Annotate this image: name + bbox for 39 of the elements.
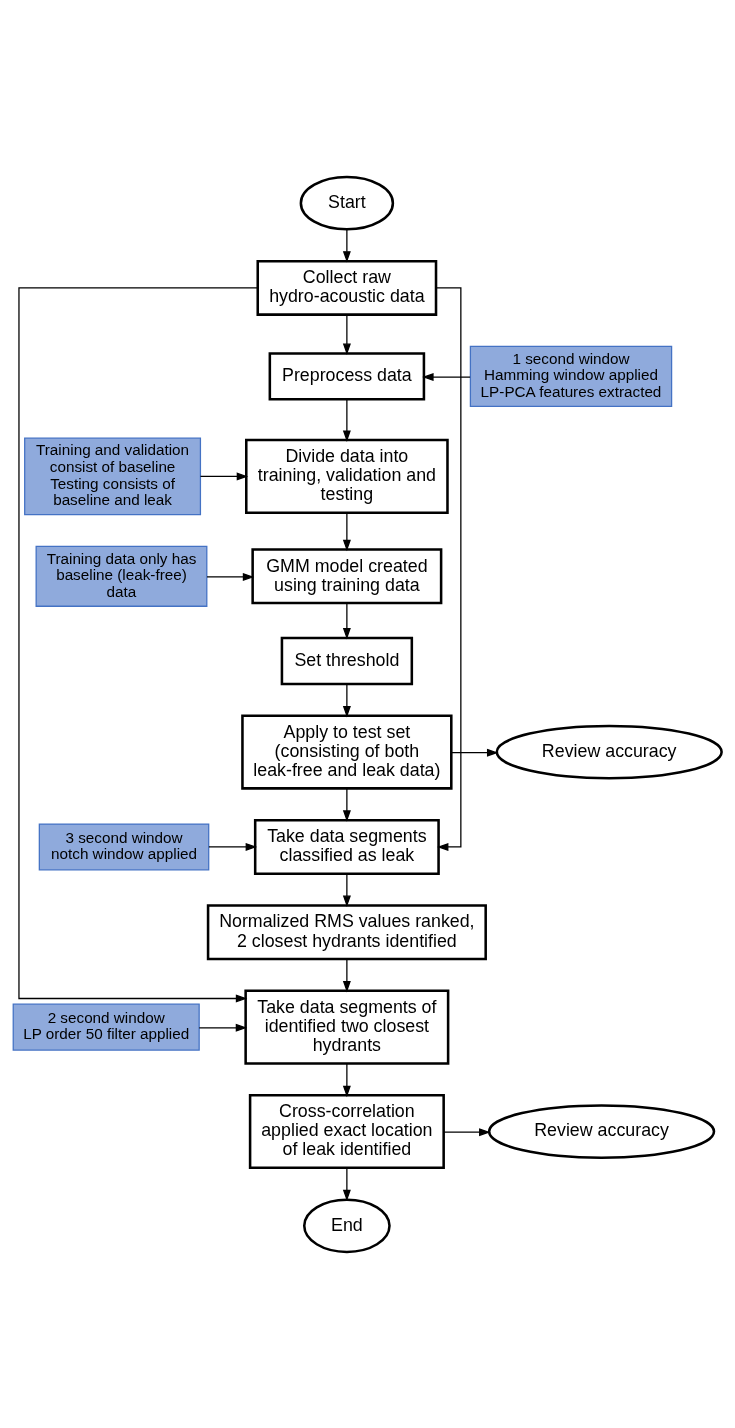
arrow [342, 228, 351, 263]
node-box: Training data only has baseline (leak-free) data [35, 545, 208, 607]
arrow [199, 471, 249, 480]
node-box: Apply to test set (consisting of both leak-free and leak data) [241, 714, 453, 790]
arrow [342, 398, 351, 442]
arrow [208, 842, 258, 851]
node-box: 1 second window Hamming window applied LP-PCA features extracted [469, 345, 673, 407]
arrow [342, 1062, 351, 1097]
node-box: Divide data into training, validation and testing [245, 438, 449, 514]
arrow [342, 602, 351, 639]
arrow [342, 872, 351, 907]
node-box: Preprocess data [268, 351, 426, 401]
arrow [18, 286, 259, 1002]
arrow [422, 372, 471, 381]
arrow [342, 958, 351, 992]
arrow [198, 1023, 248, 1032]
node-box: Collect raw hydro-acoustic data [256, 259, 438, 316]
node-box: 3 second window notch window applied [38, 822, 210, 870]
arrow [342, 1167, 351, 1201]
node-box: Take data segments of identified two closest hydrants [244, 989, 450, 1065]
node-ellipse: Review accuracy [487, 1103, 716, 1159]
node-ellipse: Start [299, 175, 395, 231]
node-box: Set threshold [280, 636, 414, 685]
node-box: Normalized RMS values ranked, 2 closest hydrants identified [206, 903, 487, 960]
arrow [342, 787, 351, 822]
node-box: 2 second window LP order 50 filter applied [12, 1003, 200, 1051]
arrow [342, 313, 351, 355]
node-ellipse: Review accuracy [495, 724, 723, 779]
node-box: Training and validation consist of baseline Testing consists of baseline and leak [24, 437, 202, 515]
node-box: Cross-correlation applied exact location of leak identified [248, 1093, 445, 1169]
arrow [435, 286, 462, 851]
arrow [342, 511, 351, 551]
arrow [206, 572, 255, 581]
node-ellipse: End [302, 1197, 391, 1253]
node-box: Take data segments classified as leak [253, 818, 440, 875]
node-box: GMM model created using training data [251, 547, 443, 604]
arrow [342, 682, 351, 718]
arrow [450, 748, 499, 757]
arrow [443, 1127, 491, 1136]
